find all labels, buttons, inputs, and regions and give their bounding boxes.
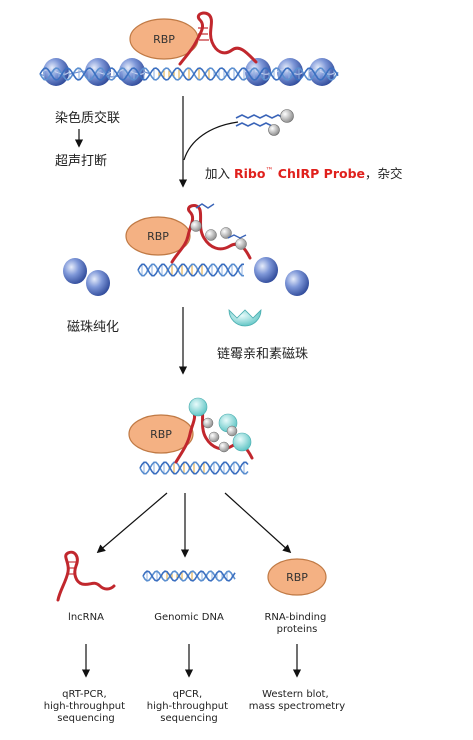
lncrna-strand-2 [170, 204, 252, 264]
dna-helix-2 [137, 263, 244, 277]
stem-loop-rungs [198, 27, 209, 41]
output-lncrna-icon [56, 550, 116, 602]
chirp-probe-icon [235, 109, 294, 136]
free-nucleosomes [63, 257, 309, 296]
probe-brand: Ribo [234, 166, 266, 181]
nucleosome-row [39, 58, 336, 86]
output-protein-label: RNA-binding proteins [264, 612, 329, 635]
method-protein: Western blot, mass spectrometry [249, 689, 346, 712]
method-dna: qPCR, high-throughput sequencing [147, 689, 232, 724]
arrow-to-lncrna [96, 492, 168, 554]
output-rbp-icon: RBP [267, 558, 327, 596]
streptavidin-bead-icon [228, 309, 262, 327]
curved-arrow-probe [183, 121, 239, 161]
stage-2-hybridized: RBP [63, 203, 309, 296]
rbp-protein-2 [125, 216, 191, 256]
dna-helix [39, 67, 339, 81]
step-sonicate: 超声打断 [55, 154, 107, 169]
streptavidin-beads-label: 链霉亲和素磁珠 [217, 347, 308, 362]
arrow-to-protein [224, 492, 292, 554]
output-dna-icon [142, 570, 236, 582]
step-bead-purify: 磁珠纯化 [67, 320, 119, 335]
rbp-label-2: RBP [147, 230, 169, 243]
output-lncrna-label: lncRNA [68, 612, 104, 623]
step-add-probe: 加入 Ribo™ ChIRP Probe，杂交 [205, 166, 403, 181]
rbp-protein-3 [128, 414, 194, 454]
method-lncrna: qRT-PCR, high-throughput sequencing [44, 689, 129, 724]
probe-beads-2 [190, 203, 247, 250]
captured-beads [188, 397, 252, 453]
svg-text:RBP: RBP [286, 571, 308, 584]
rbp-complex: RBP [129, 11, 258, 66]
step-crosslink: 染色质交联 [55, 110, 120, 126]
rbp-label: RBP [153, 33, 175, 46]
rbp-label-3: RBP [150, 428, 172, 441]
output-dna-label: Genomic DNA [154, 612, 224, 623]
stage-3-captured: RBP [128, 397, 254, 475]
stage-1-chromatin: RBP [39, 11, 339, 86]
lncrna-strand [178, 11, 258, 66]
dna-helix-3 [139, 461, 249, 475]
